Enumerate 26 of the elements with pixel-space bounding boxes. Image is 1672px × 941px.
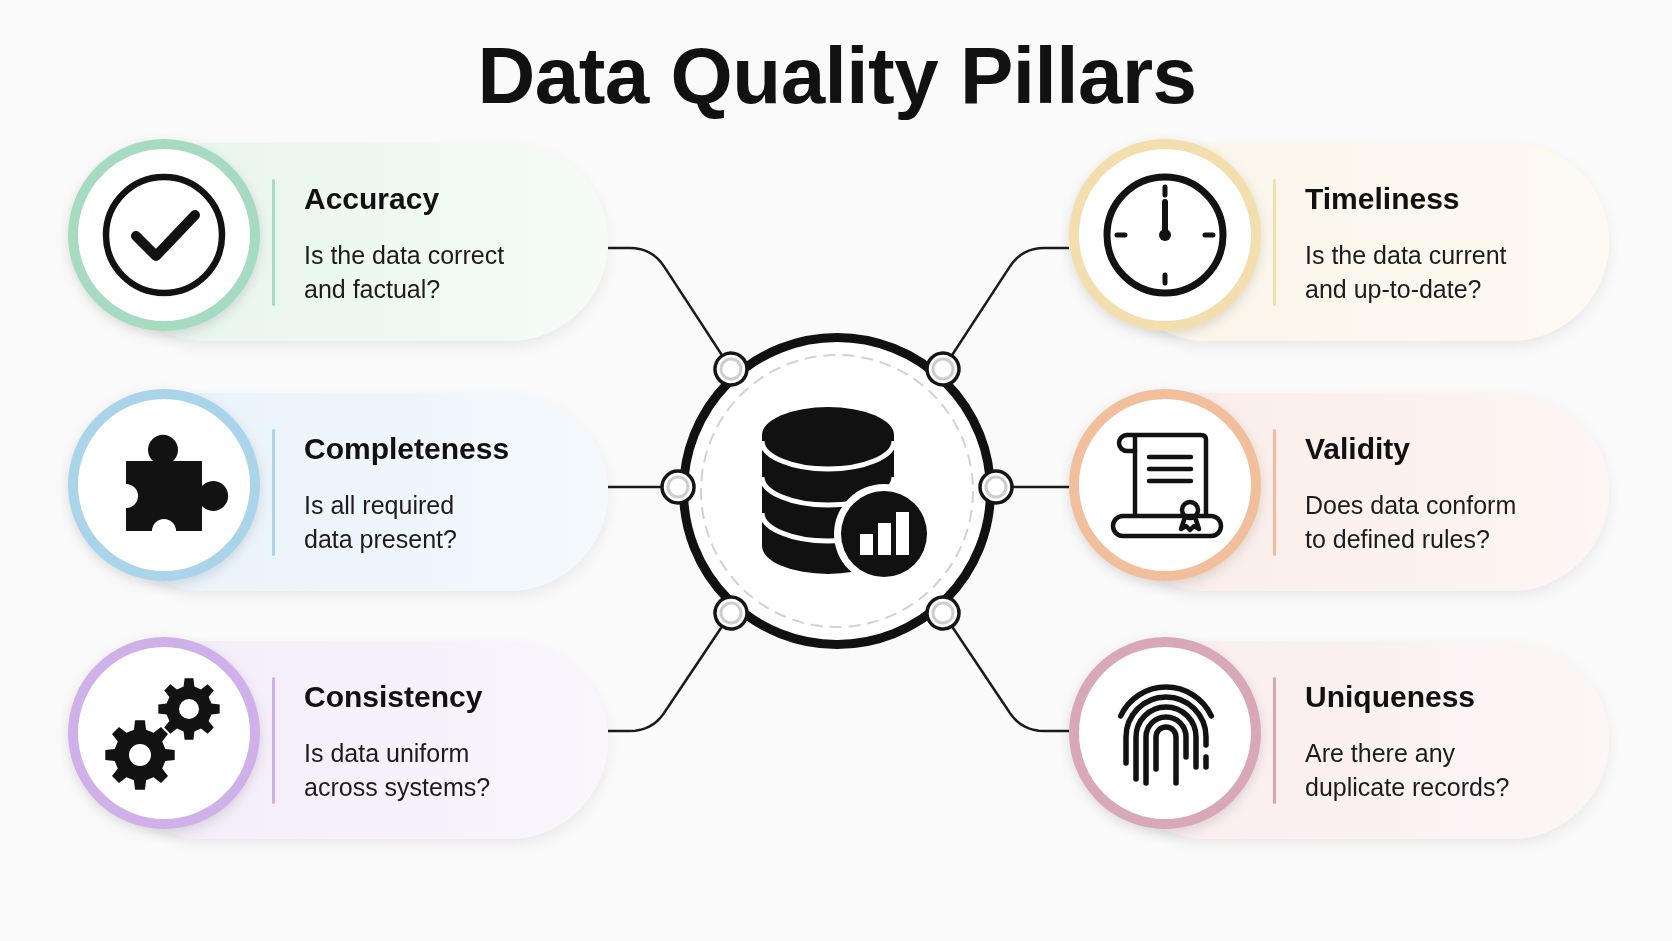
- pillar-description: Is the data correct and factual?: [304, 240, 506, 305]
- connector-line: [925, 595, 1069, 733]
- connector-line: [608, 469, 696, 505]
- pillar-heading: Timeliness: [1305, 181, 1460, 217]
- pillar-card: [1069, 389, 1609, 591]
- pillar-heading: Uniqueness: [1305, 679, 1476, 715]
- pillar-card: [68, 637, 608, 839]
- pillar-heading: Accuracy: [304, 181, 440, 217]
- diagram-title: Data Quality Pillars: [477, 30, 1197, 122]
- pillar-card: [1069, 637, 1609, 839]
- hub-circle: [679, 333, 995, 649]
- pillar-heading: Consistency: [304, 679, 483, 715]
- pillar-description: Is the data current and up-to-date?: [1305, 240, 1508, 305]
- connector-line: [925, 246, 1069, 387]
- pillar-description: Is all required data present?: [304, 490, 458, 555]
- pillar-card: [68, 139, 608, 341]
- connector-line: [608, 246, 749, 387]
- pillar-heading: Completeness: [304, 431, 510, 467]
- pillar-description: Does data conform to defined rules?: [1305, 490, 1518, 555]
- pillar-description: Is data uniform across systems?: [304, 738, 492, 803]
- connector-line: [978, 469, 1069, 505]
- pillar-description: Are there any duplicate records?: [1305, 738, 1511, 803]
- connector-line: [608, 595, 749, 733]
- pillar-heading: Validity: [1305, 431, 1411, 467]
- pillar-card: [1069, 139, 1609, 341]
- pillar-card: [68, 389, 608, 591]
